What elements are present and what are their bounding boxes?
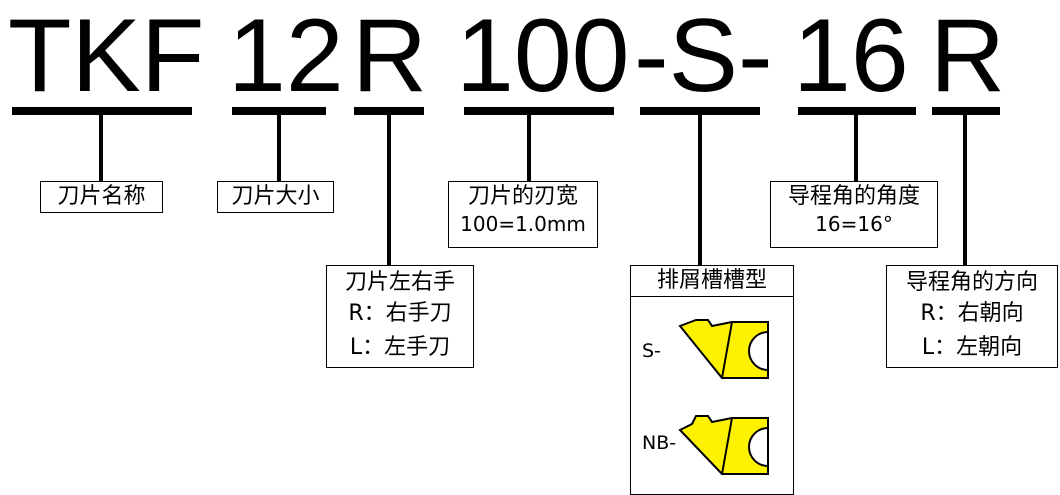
- code-segment-width: 100: [456, 0, 630, 114]
- connector-groove: [698, 115, 702, 265]
- code-segment-tkf: TKF: [8, 0, 205, 114]
- connector-width: [527, 115, 531, 181]
- underline-width: [464, 107, 614, 115]
- box-blade-hand: 刀片左右手 R：右手刀 L：左手刀: [326, 265, 474, 368]
- connector-hand: [387, 115, 391, 265]
- connector-size: [277, 115, 281, 181]
- box-lead-angle-value: 16=16°: [815, 212, 893, 236]
- underline-tkf: [12, 107, 192, 115]
- box-blade-name: 刀片名称: [40, 181, 163, 213]
- box-blade-name-title: 刀片名称: [57, 184, 146, 209]
- box-blade-size: 刀片大小: [217, 181, 334, 213]
- code-segment-direction: R: [930, 0, 1006, 114]
- box-blade-hand-right: R：右手刀: [348, 301, 452, 326]
- insert-nb-shape-icon: [678, 415, 769, 475]
- box-blade-width-title: 刀片的刃宽: [467, 184, 578, 209]
- box-lead-direction-right: R：右朝向: [920, 301, 1024, 326]
- code-segment-hand: R: [352, 0, 428, 114]
- insert-label-nb: NB-: [642, 432, 677, 454]
- connector-direction: [963, 115, 967, 265]
- box-chip-groove-title: 排屑槽槽型: [631, 266, 793, 297]
- box-lead-direction-left: L：左朝向: [921, 335, 1023, 360]
- code-segment-size: 12: [228, 0, 344, 114]
- box-blade-width: 刀片的刃宽 100=1.0mm: [448, 181, 598, 248]
- underline-hand: [354, 107, 424, 115]
- insert-s-shape-icon: [678, 319, 769, 379]
- box-lead-angle-title: 导程角的角度: [787, 184, 920, 209]
- underline-direction: [932, 107, 1000, 115]
- underline-angle: [798, 107, 916, 115]
- connector-angle: [854, 115, 858, 181]
- connector-tkf: [99, 115, 103, 181]
- box-blade-width-value: 100=1.0mm: [460, 212, 586, 236]
- code-segment-groove: -S-: [634, 0, 773, 114]
- box-blade-hand-title: 刀片左右手: [344, 270, 455, 295]
- code-segment-angle: 16: [793, 0, 909, 114]
- box-blade-hand-left: L：左手刀: [349, 335, 451, 360]
- insert-label-s: S-: [642, 340, 661, 362]
- box-lead-angle: 导程角的角度 16=16°: [770, 181, 938, 248]
- underline-groove: [640, 107, 760, 115]
- box-lead-direction-title: 导程角的方向: [905, 270, 1038, 295]
- box-blade-size-title: 刀片大小: [231, 184, 320, 209]
- box-lead-direction: 导程角的方向 R：右朝向 L：左朝向: [886, 265, 1058, 368]
- underline-size: [232, 107, 326, 115]
